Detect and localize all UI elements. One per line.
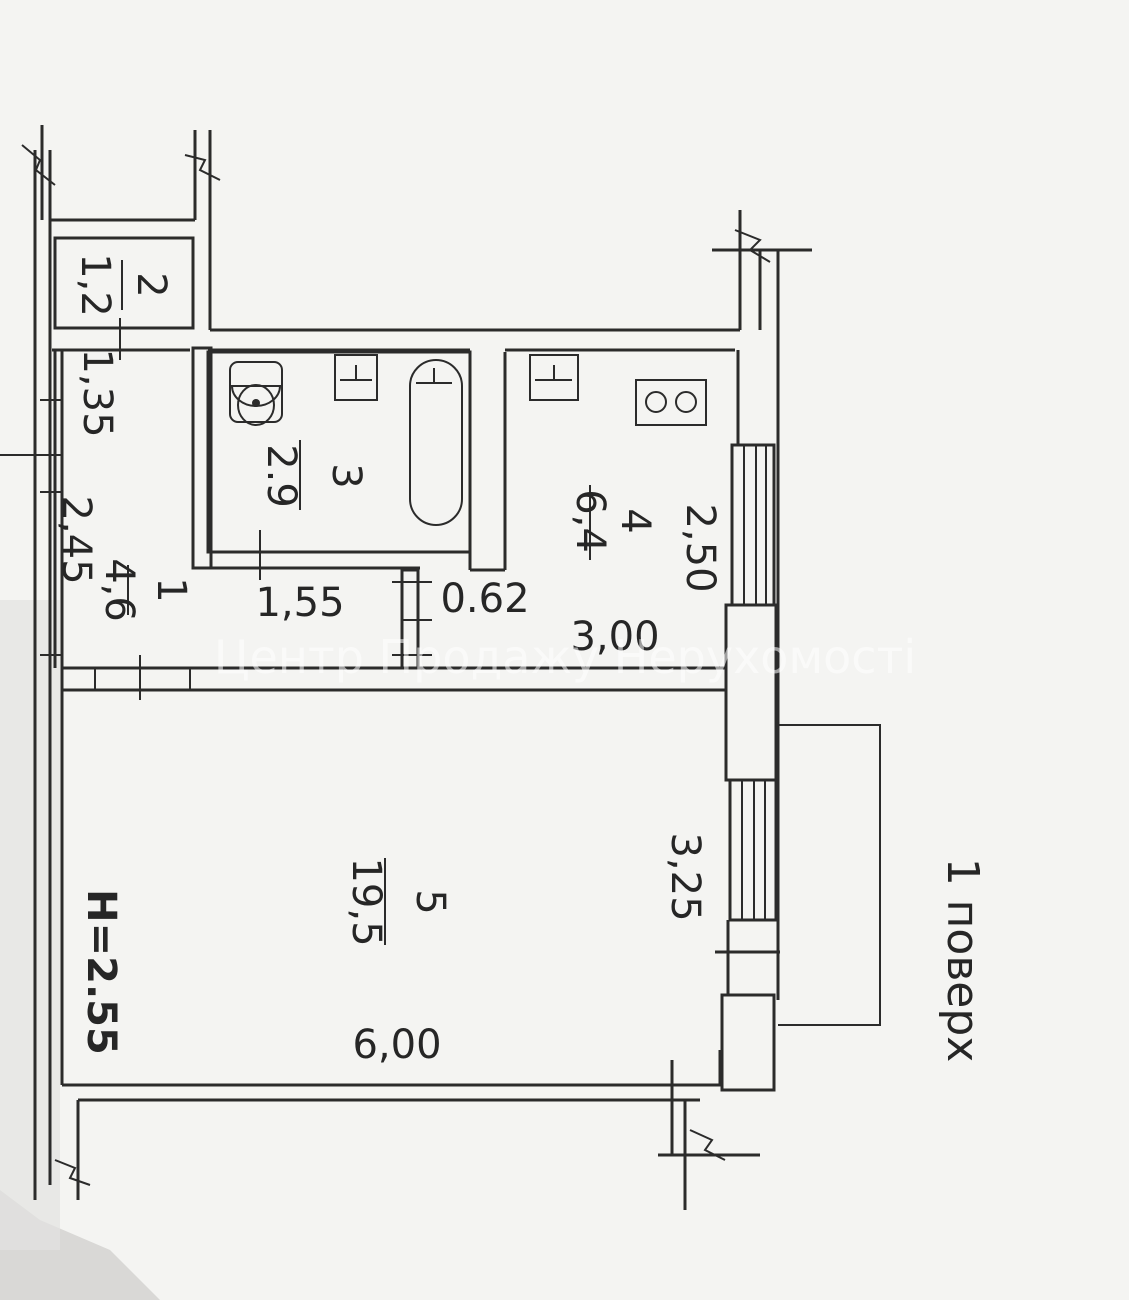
- stove-icon: [635, 379, 707, 426]
- dim-corridor: 1,55: [255, 580, 344, 626]
- bathroom-sink-icon: [334, 354, 378, 401]
- walls: [0, 125, 881, 1210]
- dim-hall-top: 1,35: [74, 348, 120, 437]
- watermark: Центр Продажу Нерухомості: [214, 630, 916, 684]
- dim-kitchen-length: 3,00: [570, 614, 659, 660]
- room-2-area: 1,2: [72, 253, 118, 317]
- room-2-number: 2: [128, 272, 174, 297]
- dim-door-gap: 0.62: [440, 576, 529, 622]
- dim-kitchen-width: 2,50: [677, 503, 723, 592]
- dim-room-width: 3,25: [662, 832, 708, 921]
- room-4-number: 4: [612, 508, 658, 533]
- room-4-area: 6,4: [567, 489, 613, 553]
- room-3-number: 3: [323, 463, 369, 488]
- floor-label: 1 поверх: [937, 858, 988, 1063]
- room-5-area: 19,5: [343, 857, 389, 946]
- room-1-number: 1: [148, 577, 194, 602]
- ceiling-height: H=2.55: [78, 889, 124, 1055]
- kitchen-sink-icon: [529, 354, 579, 401]
- dim-room-length: 6,00: [352, 1022, 441, 1068]
- room-1-area: 4,6: [96, 558, 142, 622]
- bathtub-icon: [409, 359, 463, 526]
- dim-hall-side: 2,45: [53, 495, 99, 584]
- room-5-number: 5: [407, 889, 453, 914]
- room-3-area: 2.9: [258, 444, 304, 508]
- toilet-icon: [229, 361, 283, 426]
